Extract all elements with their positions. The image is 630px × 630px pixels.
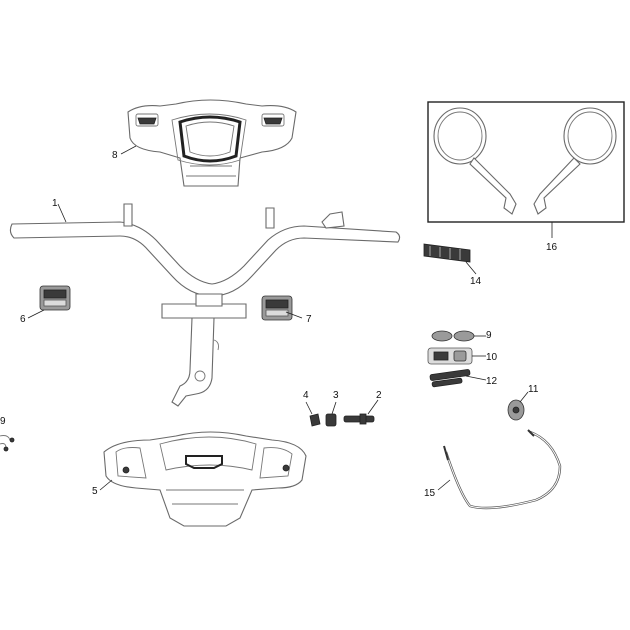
part-label-1: 1 — [52, 198, 58, 209]
part-label-10: 10 — [486, 352, 498, 363]
front-handlebar-cover — [127, 99, 297, 187]
throttle-grip — [423, 243, 471, 263]
throttle-housing-parts — [427, 330, 475, 388]
small-hardware — [309, 413, 375, 427]
part-label-6: 6 — [20, 314, 26, 325]
left-switch-assembly — [39, 285, 71, 311]
part-label-9: 9 — [486, 330, 492, 341]
part-label-8: 8 — [112, 150, 118, 161]
part-label-3: 3 — [333, 390, 339, 401]
rear-handlebar-cover — [103, 431, 307, 527]
part-label-11: 11 — [528, 384, 539, 395]
part-label-5: 5 — [92, 486, 98, 497]
part-label-4: 4 — [303, 390, 309, 401]
mirror-box — [427, 101, 625, 223]
part-label-16: 16 — [546, 242, 558, 253]
handlebar — [9, 203, 401, 407]
throttle-cable — [443, 429, 562, 510]
right-switch-assembly — [261, 295, 293, 321]
part-label-14: 14 — [470, 276, 482, 287]
part-label-15: 15 — [424, 488, 436, 499]
mirror-set — [427, 101, 625, 223]
leader-lines — [27, 145, 553, 491]
part-label-2: 2 — [376, 390, 382, 401]
wiring-harness-left — [0, 435, 15, 452]
part-label-12: 12 — [486, 376, 498, 387]
part-label-9-left: 9 — [0, 416, 6, 427]
throttle-pulley — [507, 399, 525, 421]
part-label-7: 7 — [306, 314, 312, 325]
